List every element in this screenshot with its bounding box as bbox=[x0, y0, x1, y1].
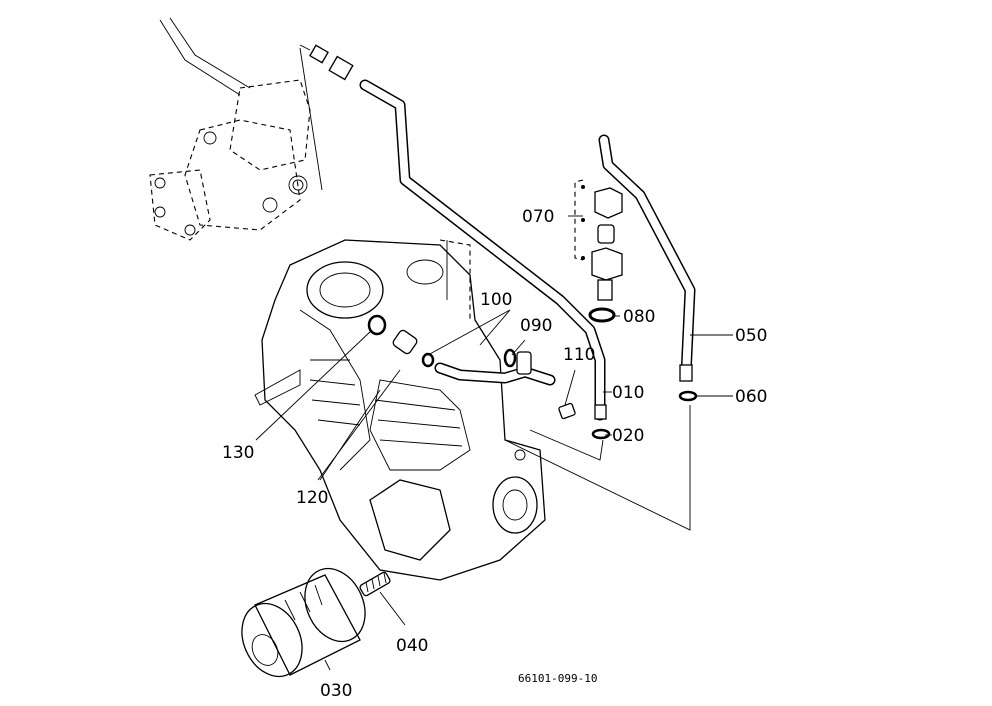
callout-060: 060 bbox=[735, 387, 767, 407]
callout-110: 110 bbox=[563, 345, 595, 365]
callout-080: 080 bbox=[623, 307, 655, 327]
washer-060 bbox=[678, 390, 698, 402]
oil-filter-030 bbox=[241, 567, 366, 678]
callout-090: 090 bbox=[520, 316, 552, 336]
drawing-code: 66101-099-10 bbox=[518, 672, 597, 685]
callout-120: 120 bbox=[296, 488, 328, 508]
small-pipe-assembly bbox=[367, 314, 576, 420]
transmission-housing bbox=[254, 239, 691, 581]
callout-070: 070 bbox=[522, 207, 554, 227]
leader-lines bbox=[255, 215, 733, 671]
washer-020 bbox=[591, 428, 611, 440]
pipe-010 bbox=[359, 79, 607, 421]
washer-080 bbox=[588, 307, 616, 323]
callout-040: 040 bbox=[396, 636, 428, 656]
callout-100: 100 bbox=[480, 290, 512, 310]
callout-030: 030 bbox=[320, 681, 352, 701]
pipe-union-fittings bbox=[299, 44, 354, 81]
fitting-assembly-070 bbox=[574, 179, 623, 301]
pipe-050 bbox=[598, 134, 696, 382]
callout-050: 050 bbox=[735, 326, 767, 346]
callout-130: 130 bbox=[222, 443, 254, 463]
callout-020: 020 bbox=[612, 426, 644, 446]
callout-010: 010 bbox=[612, 383, 644, 403]
filter-stud-040 bbox=[359, 571, 391, 597]
hydraulic-pump-assembly bbox=[149, 17, 323, 241]
